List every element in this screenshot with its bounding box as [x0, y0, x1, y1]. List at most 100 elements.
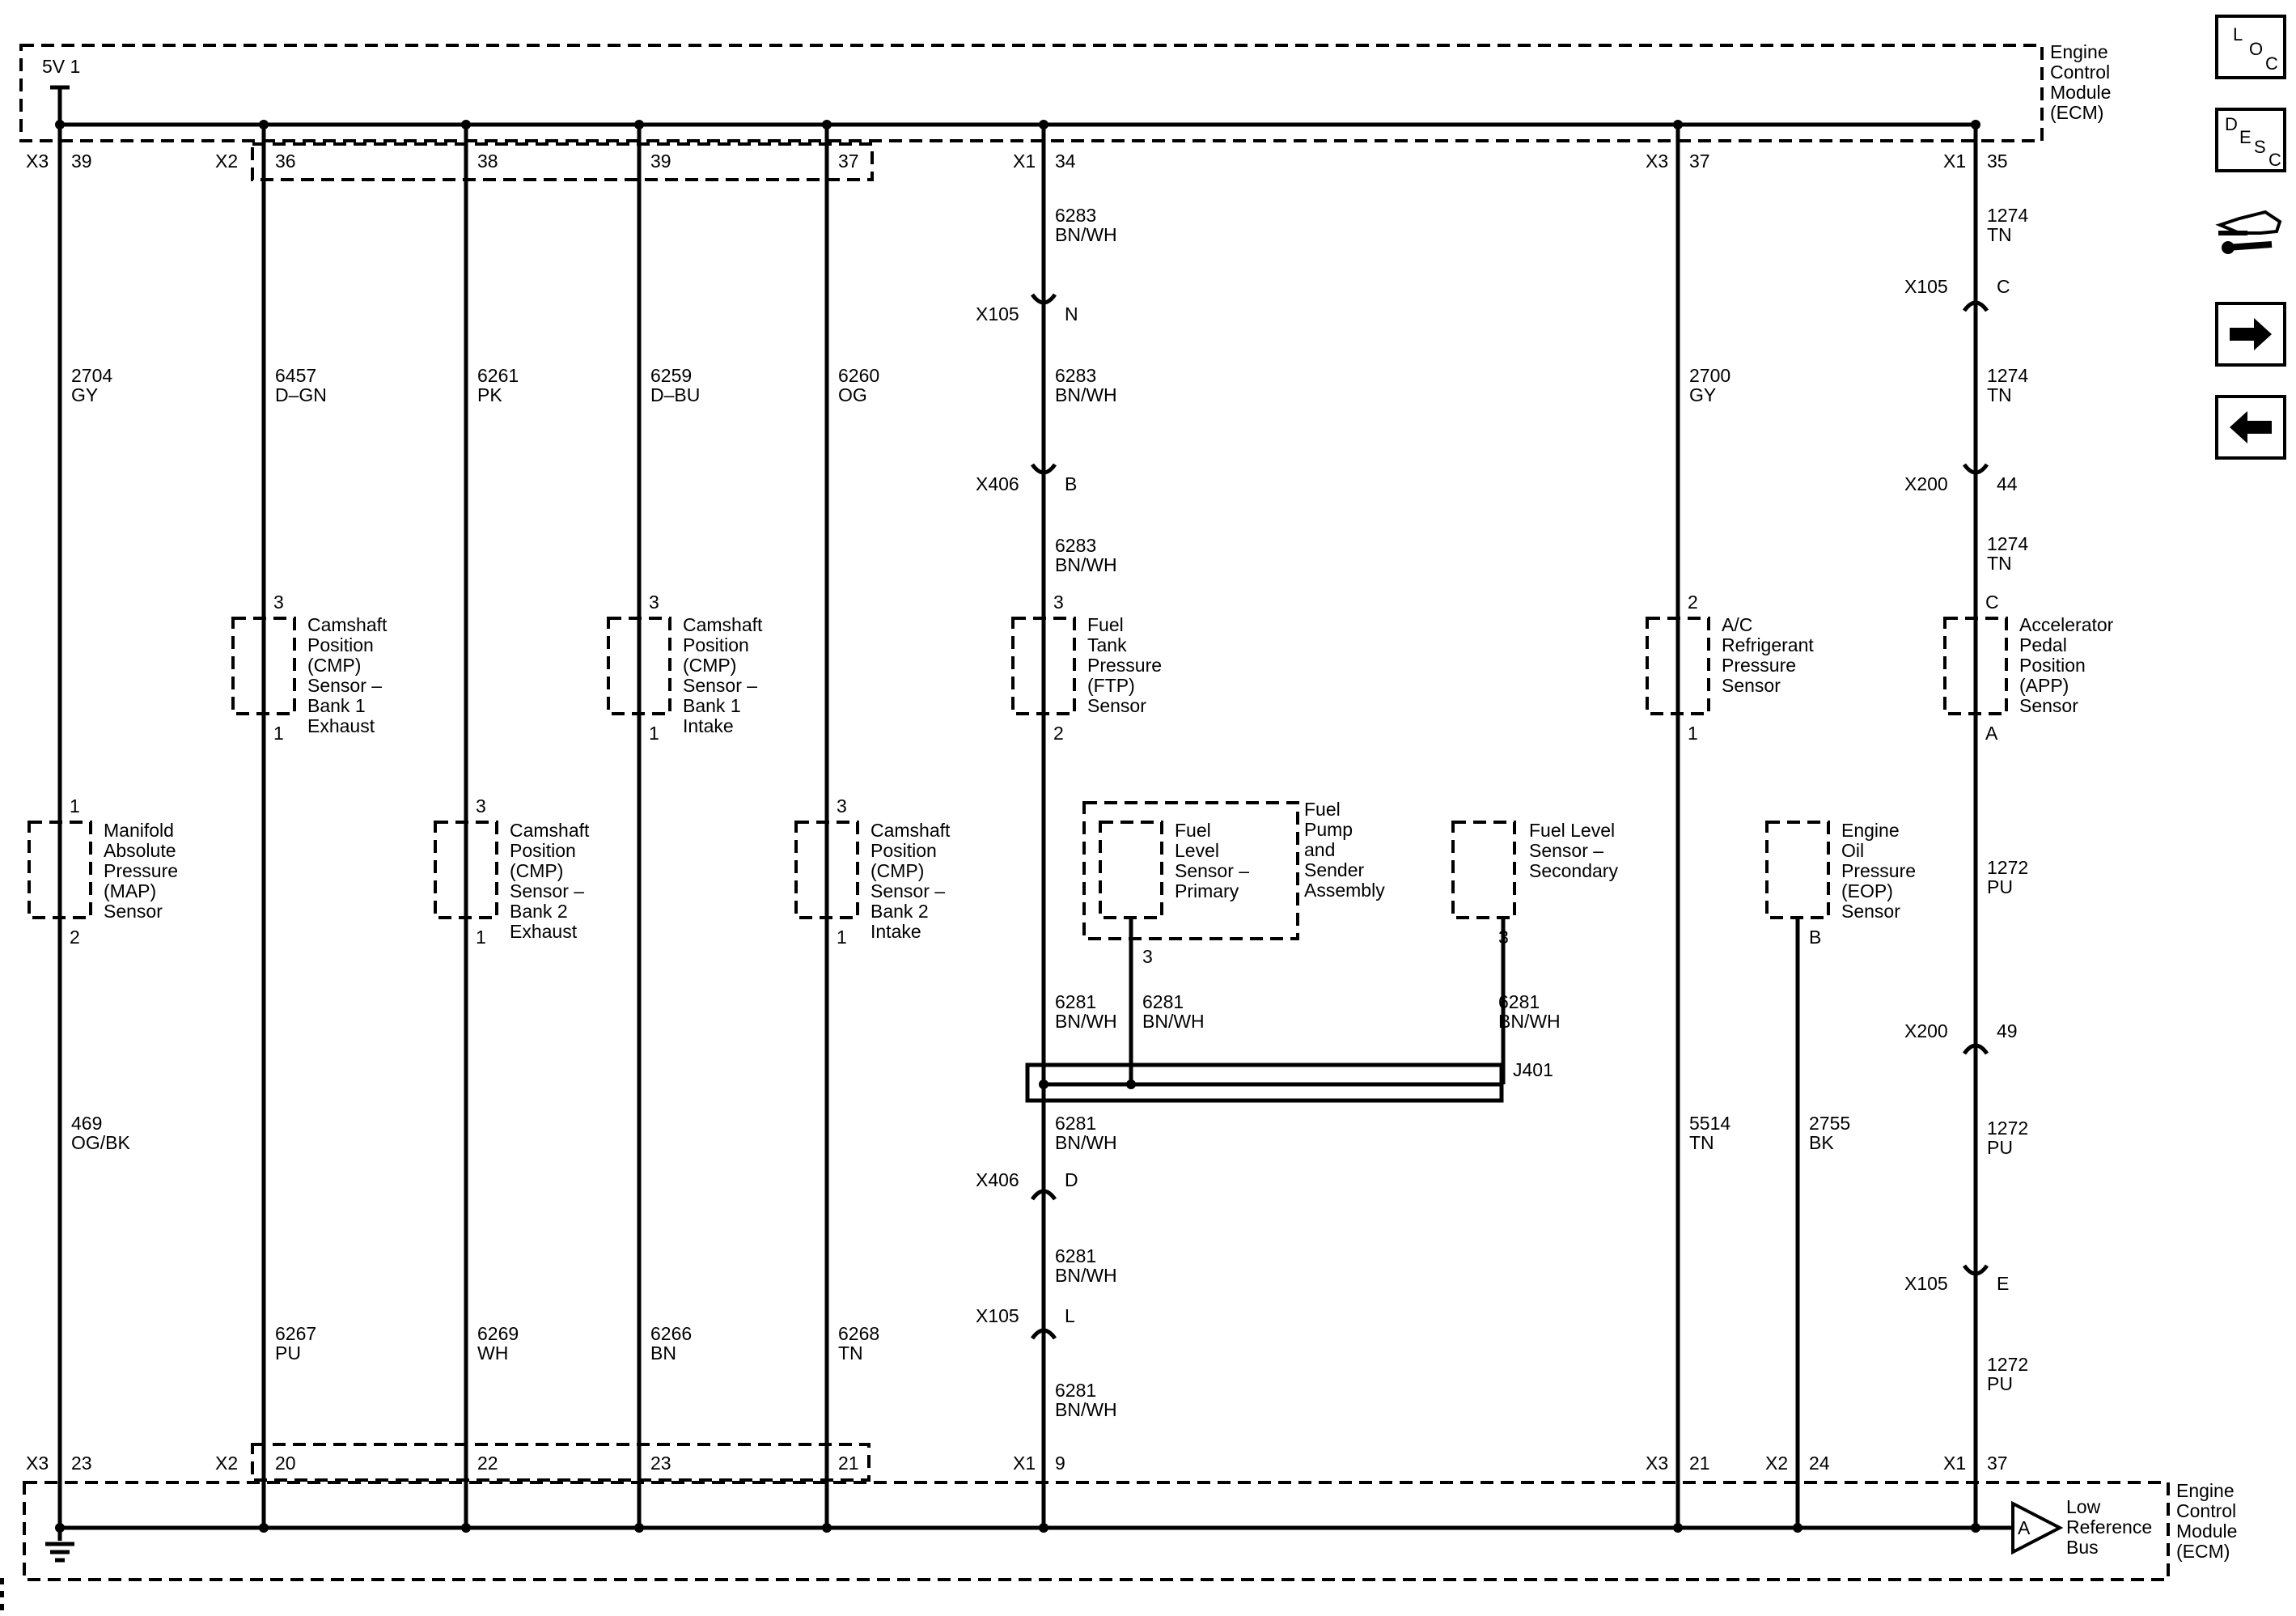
svg-text:X1: X1: [1943, 151, 1966, 172]
loc-letter-c: C: [2265, 53, 2278, 74]
svg-text:X105: X105: [976, 303, 1019, 324]
svg-text:37: 37: [838, 151, 859, 172]
low-reference-bus-label: Low Reference Bus: [2066, 1496, 2158, 1558]
connector-view-button[interactable]: [2215, 201, 2286, 265]
svg-text:35: 35: [1987, 151, 2008, 172]
svg-text:X2: X2: [1765, 1453, 1788, 1474]
ecm-top-label: Engine Control Module (ECM): [2050, 41, 2116, 123]
svg-text:49: 49: [1997, 1020, 2018, 1041]
splice-pin-secondary: 3: [1498, 927, 1509, 948]
svg-text:23: 23: [71, 1453, 92, 1474]
svg-text:1: 1: [476, 927, 486, 948]
svg-text:X406: X406: [976, 473, 1019, 494]
svg-text:X3: X3: [26, 151, 49, 172]
desc-letter-e: E: [2239, 127, 2252, 147]
description-button[interactable]: D E S C: [2215, 108, 2286, 172]
svg-text:38: 38: [477, 151, 498, 172]
svg-text:1: 1: [273, 723, 284, 744]
svg-text:D: D: [1065, 1169, 1078, 1190]
svg-text:C: C: [1997, 276, 2010, 297]
svg-text:44: 44: [1997, 473, 2018, 494]
svg-text:X105: X105: [1904, 1273, 1948, 1294]
location-button[interactable]: L O C: [2215, 15, 2286, 79]
corner-marker: [0, 1578, 4, 1610]
splice-j401-label: J401: [1513, 1059, 1553, 1080]
component-pin-labels: 12 31 31 31 31 32 21 CA B: [70, 592, 1999, 948]
svg-text:2: 2: [1053, 723, 1064, 744]
svg-text:34: 34: [1055, 151, 1076, 172]
inline-connector-symbols: [1030, 275, 1989, 1358]
ecm-bottom-label: Engine Control Module (ECM): [2176, 1480, 2243, 1562]
svg-text:3: 3: [649, 592, 659, 613]
x2-top-group: [251, 142, 874, 181]
svg-text:X105: X105: [976, 1305, 1019, 1326]
svg-text:E: E: [1997, 1273, 2009, 1294]
svg-text:39: 39: [650, 151, 671, 172]
svg-text:24: 24: [1809, 1453, 1830, 1474]
svg-text:N: N: [1065, 303, 1078, 324]
svg-text:X200: X200: [1904, 473, 1948, 494]
junction-dots: [55, 120, 1980, 1533]
low-reference-marker: [2011, 1500, 2064, 1555]
svg-text:X1: X1: [1943, 1453, 1966, 1474]
svg-text:9: 9: [1055, 1453, 1065, 1474]
svg-text:B: B: [1065, 473, 1077, 494]
svg-text:1: 1: [649, 723, 659, 744]
svg-text:1: 1: [837, 927, 847, 948]
connector-wrench-icon: [2215, 210, 2282, 254]
circuit-wires: [57, 125, 1978, 1528]
svg-text:X3: X3: [1646, 151, 1668, 172]
arrow-right-icon: [2230, 318, 2272, 350]
svg-text:2: 2: [70, 927, 80, 948]
component-boxes: [28, 617, 2008, 940]
svg-text:X3: X3: [1646, 1453, 1668, 1474]
svg-text:X406: X406: [976, 1169, 1019, 1190]
svg-text:21: 21: [1689, 1453, 1710, 1474]
svg-text:37: 37: [1987, 1453, 2008, 1474]
svg-text:X3: X3: [26, 1453, 49, 1474]
x2-bottom-group: [251, 1443, 871, 1482]
desc-letter-s: S: [2254, 137, 2266, 157]
next-page-button[interactable]: [2215, 302, 2286, 367]
splice-pin-primary: 3: [1142, 946, 1153, 967]
bus-marker-label: A: [2018, 1517, 2031, 1538]
previous-page-button[interactable]: [2215, 395, 2286, 460]
svg-text:20: 20: [275, 1453, 296, 1474]
svg-text:A: A: [1985, 723, 1998, 744]
ecm-bottom-box: [23, 1481, 2170, 1581]
svg-text:3: 3: [476, 795, 486, 816]
